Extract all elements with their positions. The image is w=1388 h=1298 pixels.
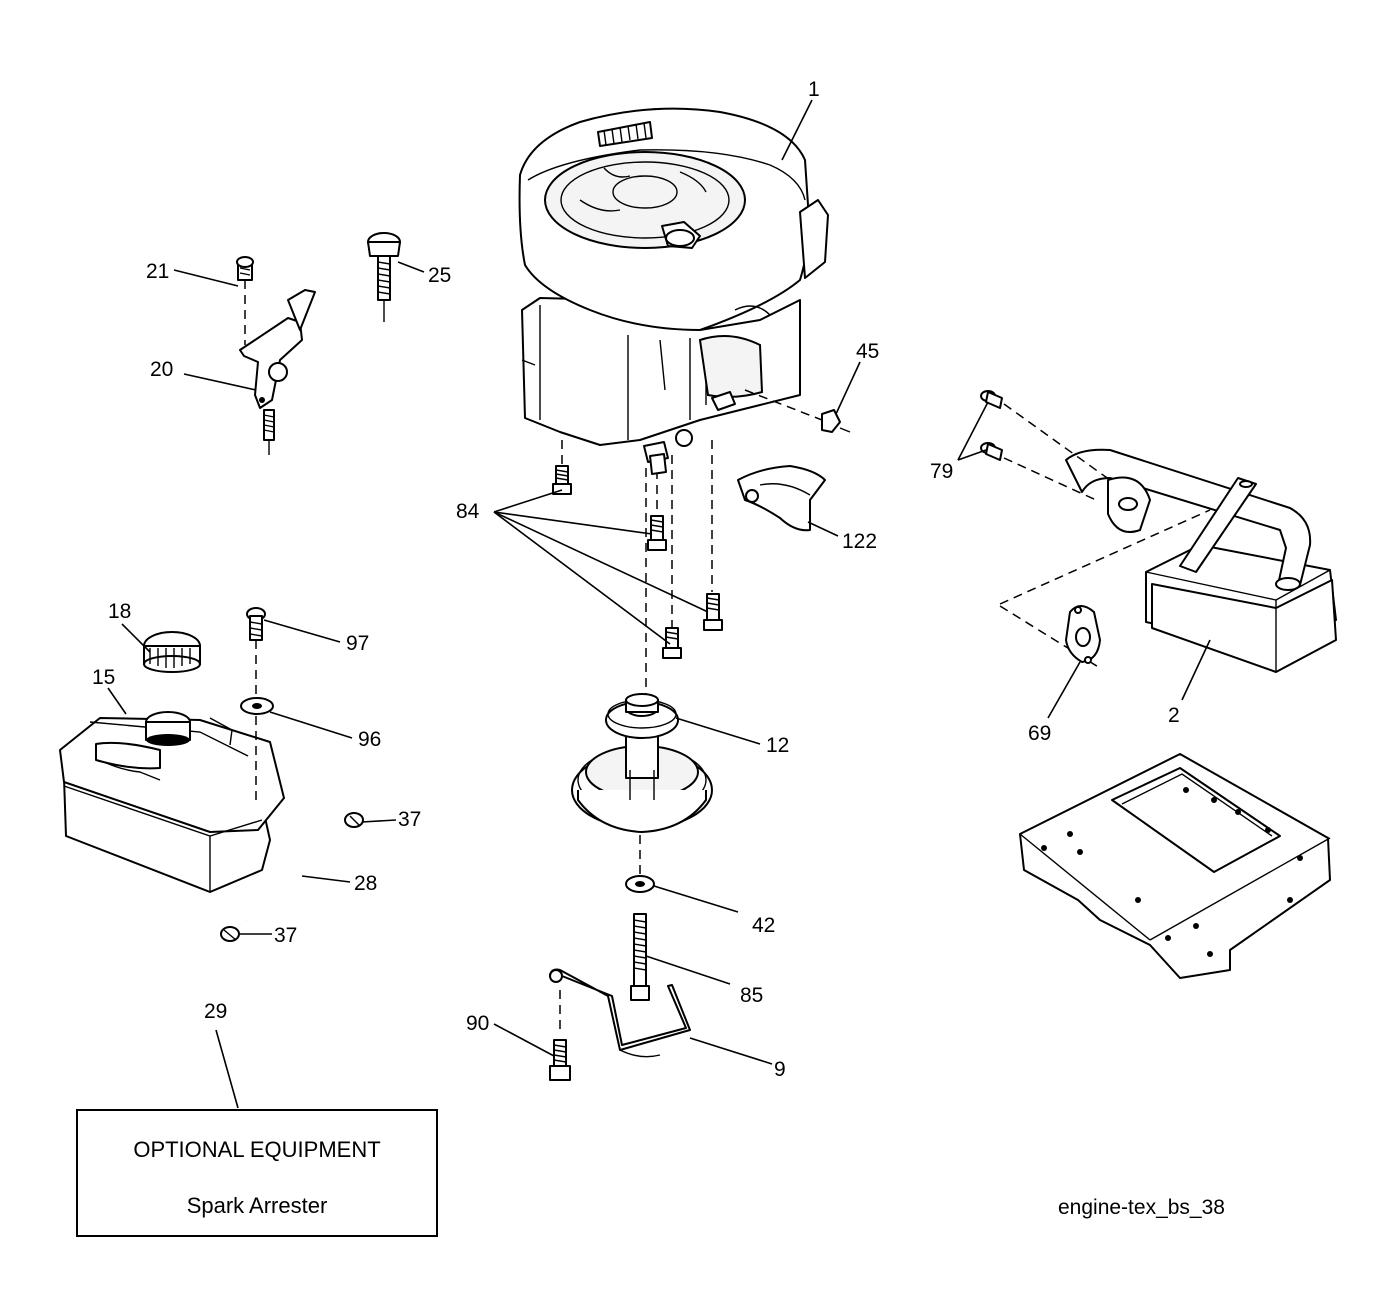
throttle-bracket-20 [236,256,316,455]
callout-25: 25 [428,264,451,287]
bolt-84-a [552,465,572,495]
washer-96 [240,697,274,800]
engine-mount-plate [1019,753,1331,979]
callout-122: 122 [842,530,877,553]
muffler-2 [1065,448,1337,673]
pulley-12 [571,693,713,833]
callout-2: 2 [1168,704,1180,727]
callout-84: 84 [456,500,480,523]
bolt-84-c [703,593,723,631]
fuel-line-28 [243,820,355,922]
knob-25 [367,232,401,322]
bolt-84-d [662,627,682,659]
callout-12: 12 [766,734,789,757]
bolt-90 [549,990,571,1081]
clamp-37-a [344,812,364,828]
clamp-37-b [220,926,240,942]
screw-79-a [980,390,1003,409]
callout-79: 79 [930,460,953,483]
callout-29: 29 [204,1000,227,1023]
callout-45: 45 [856,340,879,363]
callout-28: 28 [354,872,377,895]
callout-97: 97 [346,632,369,655]
screw-97 [246,607,266,696]
callout-15: 15 [92,666,115,689]
rod-9 [549,968,691,1058]
washer-42 [625,875,655,893]
diagram-reference: engine-tex_bs_38 [1058,1196,1225,1219]
leader-lines [107,99,1211,1109]
callout-21: 21 [146,260,169,283]
callout-18: 18 [108,600,131,623]
nut-45 [744,389,851,433]
callout-20: 20 [150,358,173,381]
callout-96: 96 [358,728,381,751]
callout-9: 9 [774,1058,786,1081]
optional-equipment-box: OPTIONAL EQUIPMENT Spark Arrester [76,1109,438,1237]
spark-arrester-label: Spark Arrester [187,1193,328,1218]
callout-69: 69 [1028,722,1051,745]
bolt-85 [630,913,650,1001]
crankshaft-end [643,429,693,475]
fuel-tank-15 [59,711,285,893]
fuel-cap-18 [143,631,201,673]
engine-assembly [518,107,829,446]
callout-1: 1 [808,78,820,101]
callout-85: 85 [740,984,763,1007]
optional-equipment-heading: OPTIONAL EQUIPMENT [133,1137,380,1162]
callout-42: 42 [752,914,775,937]
callout-37-a: 37 [398,808,421,831]
callout-37-b: 37 [274,924,297,947]
heat-shield-122 [737,465,826,532]
gasket-69 [1065,605,1101,664]
callout-90: 90 [466,1012,489,1035]
bolt-84-b [647,515,667,551]
